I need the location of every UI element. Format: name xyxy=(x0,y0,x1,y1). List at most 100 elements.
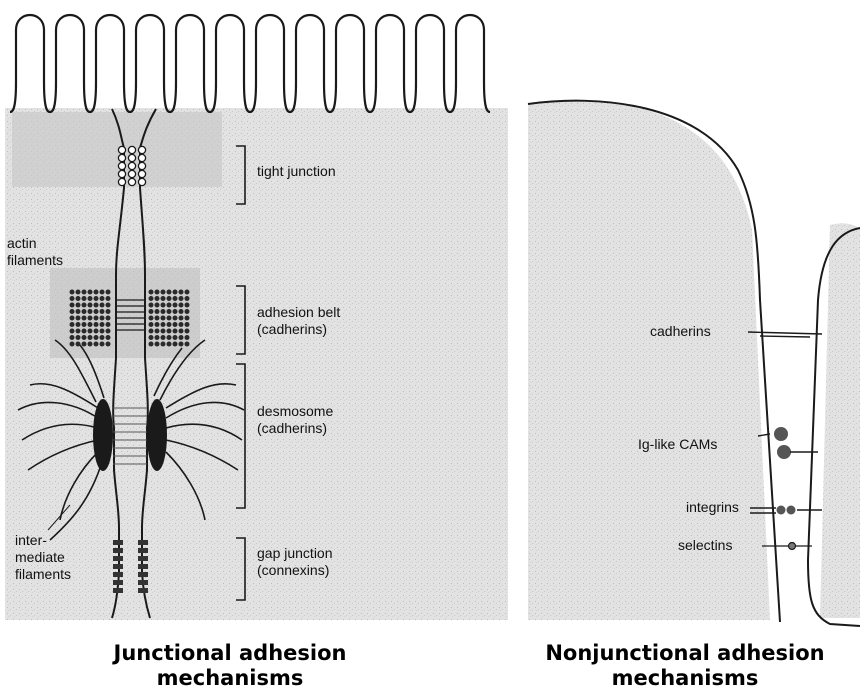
actin-filament-dot xyxy=(94,322,99,327)
actin-filament-dot xyxy=(179,290,184,295)
actin-filament-dot xyxy=(173,322,178,327)
actin-filament-dot xyxy=(76,296,81,301)
actin-filament-dot xyxy=(76,335,81,340)
actin-filament-dot xyxy=(94,309,99,314)
tight-junction-bead xyxy=(128,162,135,169)
tight-junction-bead xyxy=(128,154,135,161)
actin-filament-dot xyxy=(155,335,160,340)
actin-filament-dot xyxy=(161,316,166,321)
label-actin-filaments-line-1: actin xyxy=(7,235,37,252)
actin-filament-dot xyxy=(82,322,87,327)
actin-filament-dot xyxy=(161,322,166,327)
actin-filament-dot xyxy=(161,296,166,301)
actin-filament-dot xyxy=(106,335,111,340)
tight-junction-bead xyxy=(128,178,135,185)
actin-filament-dot xyxy=(149,309,154,314)
actin-filament-dot xyxy=(106,309,111,314)
label-actin-filaments-line-2: filaments xyxy=(7,252,63,269)
actin-filament-dot xyxy=(94,296,99,301)
actin-filament-dot xyxy=(70,335,75,340)
label-integrins: integrins xyxy=(686,499,739,516)
actin-filament-dot xyxy=(149,296,154,301)
desmosome-plaque-left xyxy=(93,399,113,471)
actin-filament-dot xyxy=(82,342,87,347)
connexon xyxy=(138,556,148,561)
actin-filament-dot xyxy=(161,290,166,295)
actin-filament-dot xyxy=(185,316,190,321)
actin-filament-dot xyxy=(149,316,154,321)
actin-filament-dot xyxy=(179,309,184,314)
actin-filament-dot xyxy=(167,342,172,347)
actin-filament-dot xyxy=(106,322,111,327)
actin-filament-dot xyxy=(70,316,75,321)
actin-filament-dot xyxy=(82,290,87,295)
actin-filament-dot xyxy=(76,309,81,314)
actin-filament-dot xyxy=(76,322,81,327)
actin-filament-dot xyxy=(167,329,172,334)
actin-filament-dot xyxy=(76,290,81,295)
actin-filament-dot xyxy=(94,290,99,295)
actin-filament-dot xyxy=(173,335,178,340)
actin-filament-dot xyxy=(185,296,190,301)
actin-filament-dot xyxy=(161,342,166,347)
actin-filament-dot xyxy=(185,303,190,308)
actin-filament-dot xyxy=(100,309,105,314)
actin-filament-dot xyxy=(94,303,99,308)
label-tight-junction: tight junction xyxy=(257,163,336,180)
actin-filament-dot xyxy=(106,303,111,308)
tight-junction-bead xyxy=(138,178,145,185)
actin-filament-dot xyxy=(100,322,105,327)
actin-filament-dot xyxy=(88,303,93,308)
actin-filament-dot xyxy=(88,342,93,347)
actin-filament-dot xyxy=(167,322,172,327)
actin-filament-dot xyxy=(161,329,166,334)
actin-filament-dot xyxy=(179,329,184,334)
tight-junction-bead xyxy=(118,154,125,161)
actin-filament-dot xyxy=(167,335,172,340)
actin-filament-dot xyxy=(149,335,154,340)
cadherins-molecule xyxy=(748,332,822,337)
connexon xyxy=(113,580,123,585)
tight-junction-bead xyxy=(138,162,145,169)
actin-filament-dot xyxy=(179,303,184,308)
connexon xyxy=(113,588,123,593)
tight-junction-bead xyxy=(128,170,135,177)
connexon xyxy=(138,580,148,585)
tight-junction-bead xyxy=(118,162,125,169)
label-intermediate-filaments-line-2: mediate xyxy=(15,549,65,566)
actin-filament-dot xyxy=(185,309,190,314)
actin-filament-dot xyxy=(185,290,190,295)
connexon xyxy=(138,572,148,577)
label-cadherins: cadherins xyxy=(650,323,711,340)
actin-filament-dot xyxy=(179,342,184,347)
actin-filament-dot xyxy=(167,309,172,314)
actin-filament-dot xyxy=(100,342,105,347)
connexon xyxy=(138,548,148,553)
actin-filament-dot xyxy=(94,335,99,340)
actin-filament-dot xyxy=(173,296,178,301)
actin-filament-dot xyxy=(76,316,81,321)
actin-filament-dot xyxy=(88,322,93,327)
connexon xyxy=(113,572,123,577)
actin-filament-dot xyxy=(100,296,105,301)
actin-filament-dot xyxy=(155,296,160,301)
tight-junction-bead xyxy=(118,170,125,177)
connexon xyxy=(138,564,148,569)
connexon xyxy=(113,556,123,561)
actin-filament-dot xyxy=(106,342,111,347)
actin-filament-dot xyxy=(155,322,160,327)
actin-filament-dot xyxy=(179,296,184,301)
caption-nonjunctional-line-2: mechanisms xyxy=(510,665,860,691)
actin-filament-dot xyxy=(167,316,172,321)
actin-filament-dot xyxy=(185,335,190,340)
actin-filament-dot xyxy=(161,303,166,308)
label-ig-like-cams: Ig-like CAMs xyxy=(638,436,717,453)
actin-filament-dot xyxy=(161,335,166,340)
actin-filament-dot xyxy=(88,335,93,340)
actin-filament-dot xyxy=(155,342,160,347)
label-gap-junction-line-1: gap junction xyxy=(257,545,333,562)
actin-filament-dot xyxy=(167,303,172,308)
label-adhesion-belt-line-1: adhesion belt xyxy=(257,304,340,321)
actin-filament-dot xyxy=(185,329,190,334)
